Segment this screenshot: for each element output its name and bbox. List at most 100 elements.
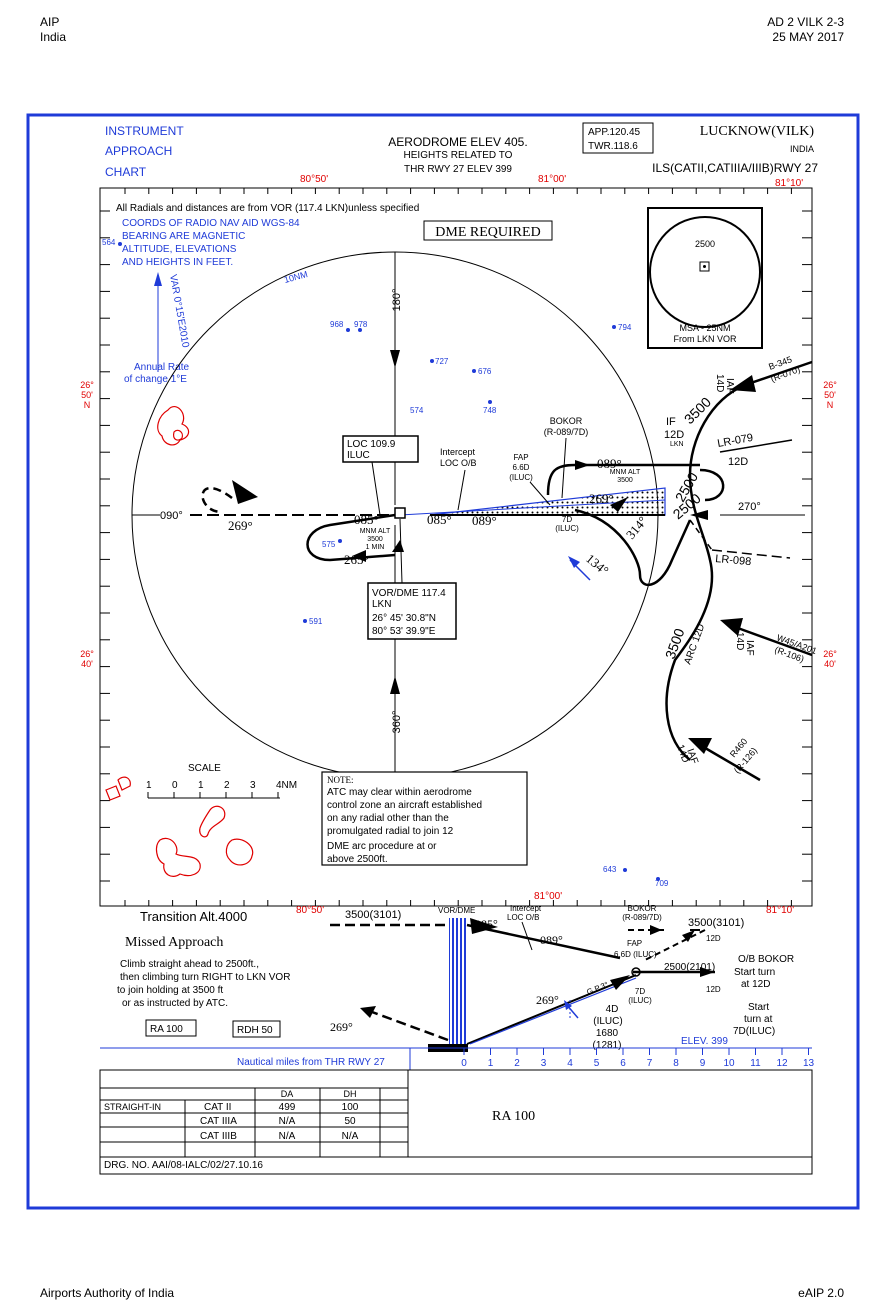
note-line-2: control zone an aircraft established xyxy=(327,800,482,811)
scale-ticks: 1 0 1 2 3 4NM xyxy=(146,780,297,791)
svg-text:2: 2 xyxy=(224,780,230,791)
vor-lat: 26° 45' 30.8"N xyxy=(372,613,436,624)
nm-tick-label: 8 xyxy=(673,1058,679,1069)
profile-start-2: turn at xyxy=(744,1014,773,1025)
nm-tick-label: 10 xyxy=(723,1058,735,1069)
spot-794: 794 xyxy=(618,323,632,332)
msa-circle xyxy=(649,216,761,328)
missed-text-4: or as instructed by ATC. xyxy=(122,998,228,1009)
nm-tick-label: 7 xyxy=(647,1058,653,1069)
dme-required: DME REQUIRED xyxy=(435,225,540,240)
ring-10nm-label: 10NM xyxy=(283,269,309,285)
hdg-085-b: 085° xyxy=(427,512,452,527)
radial-360: 360° xyxy=(391,711,403,734)
profile-alt-2500: 2500(2101) xyxy=(664,962,715,973)
header-page-ref: AD 2 VILK 2-3 xyxy=(767,15,844,29)
title-line-1: INSTRUMENT xyxy=(105,124,184,138)
loc-box xyxy=(342,435,419,463)
header-country: India xyxy=(40,30,67,44)
iaf-ne-1: IAF xyxy=(724,378,735,394)
profile-elev: ELEV. 399 xyxy=(681,1036,728,1047)
dme-arc xyxy=(665,383,746,761)
ra-box xyxy=(145,1019,197,1037)
d12-label: 12D xyxy=(728,456,748,468)
bokor-label-1: BOKOR xyxy=(550,416,583,426)
arc-alt-3500-bottom: 3500 xyxy=(662,626,688,661)
lat-label-r1: 26° xyxy=(823,380,837,390)
msa-vor-symbol xyxy=(699,261,710,272)
spot-676: 676 xyxy=(478,367,492,376)
lat-label-r2: 50' xyxy=(824,390,836,400)
mnm-alt-right-2: 3500 xyxy=(617,477,633,484)
d7-label-1: 7D xyxy=(562,515,572,524)
profile-lon-8050: 80°50' xyxy=(296,905,324,916)
profile-ob-1: O/B BOKOR xyxy=(738,954,794,965)
minima-cat3b-dh: N/A xyxy=(342,1131,359,1142)
iaf-se-1: IAF xyxy=(744,640,755,656)
missed-text-2: then climbing turn RIGHT to LKN VOR xyxy=(120,972,290,983)
vor-freq: VOR/DME 117.4 xyxy=(372,588,446,599)
vor-dme-column xyxy=(449,918,467,1044)
annual-rate-1: Annual Rate xyxy=(134,362,189,373)
radials-note: All Radials and distances are from VOR (… xyxy=(116,203,419,214)
hdg-265: 265° xyxy=(344,552,369,567)
hdg-314: 314° xyxy=(623,513,650,542)
msa-box xyxy=(647,207,763,349)
loc-freq: LOC 109.9 xyxy=(347,439,396,450)
mnm-alt-left-1: MNM ALT xyxy=(360,528,391,535)
chart-frame xyxy=(26,113,860,1210)
lr098-label: LR-098 xyxy=(715,553,752,568)
loc-ident: ILUC xyxy=(347,450,370,461)
minima-header-dh: DH xyxy=(344,1089,357,1099)
svg-text:3: 3 xyxy=(250,780,256,791)
drawing-number: DRG. NO. AAI/08-IALC/02/27.10.16 xyxy=(104,1160,263,1171)
minima-row-label: STRAIGHT-IN xyxy=(104,1102,161,1112)
hdg-089-a: 089° xyxy=(472,513,497,528)
radial-180: 180° xyxy=(391,289,403,312)
bokor-label-2: (R-089/7D) xyxy=(544,427,589,437)
minima-cat3a-dh: 50 xyxy=(344,1116,356,1127)
note-line-3: on any radial other than the xyxy=(327,813,449,824)
msa-label-2: From LKN VOR xyxy=(673,334,737,344)
profile-hdg-089: 089° xyxy=(540,933,563,947)
lat-label-l5: 40' xyxy=(81,659,93,669)
nm-tick-label: 11 xyxy=(750,1058,761,1069)
radial-090: 090° xyxy=(160,510,183,522)
nm-tick-label: 0 xyxy=(461,1058,467,1069)
nm-tick-label: 9 xyxy=(700,1058,706,1069)
hdg-269-left: 269° xyxy=(228,518,253,533)
profile-gp: G.P.3° xyxy=(585,980,609,997)
profile-7d-1: 7D xyxy=(635,987,645,996)
aerodrome-elev: AERODROME ELEV 405. xyxy=(388,135,527,149)
vor-info-box xyxy=(367,582,457,640)
profile-vor-dme: VOR/DME xyxy=(438,906,475,915)
profile-7d-2: (ILUC) xyxy=(628,996,652,1005)
coords-note-2: BEARING ARE MAGNETIC xyxy=(122,231,245,242)
heights-related: HEIGHTS RELATED TO xyxy=(404,150,513,161)
svg-text:0: 0 xyxy=(172,780,178,791)
profile-4d-1: 4D xyxy=(606,1004,619,1015)
nm-tick-label: 3 xyxy=(541,1058,547,1069)
note-box xyxy=(321,771,528,866)
profile-bokor-2: (R-089/7D) xyxy=(622,913,662,922)
msa-altitude: 2500 xyxy=(695,239,715,249)
nm-tick-label: 12 xyxy=(776,1058,788,1069)
dme-required-box xyxy=(423,220,553,241)
iaf-se-2: 14D xyxy=(734,632,745,650)
note-line-5: DME arc procedure at or xyxy=(327,841,437,852)
if-label-1: IF xyxy=(666,416,676,428)
minima-cat2-dh: 100 xyxy=(342,1102,359,1113)
minima-table xyxy=(99,1069,813,1175)
vor-ident: LKN xyxy=(372,599,391,610)
profile-hdg-269-b: 269° xyxy=(330,1020,353,1034)
profile-ob-3: at 12D xyxy=(741,979,770,990)
note-title: NOTE: xyxy=(327,775,354,785)
transition-altitude: Transition Alt.4000 xyxy=(140,909,247,924)
spot-727: 727 xyxy=(435,357,449,366)
lat-label-l3: N xyxy=(84,400,91,410)
nm-tick-label: 2 xyxy=(514,1058,520,1069)
lon-label-8100: 81°00' xyxy=(538,174,566,185)
lat-label-l2: 50' xyxy=(81,390,93,400)
spot-575: 575 xyxy=(322,540,336,549)
